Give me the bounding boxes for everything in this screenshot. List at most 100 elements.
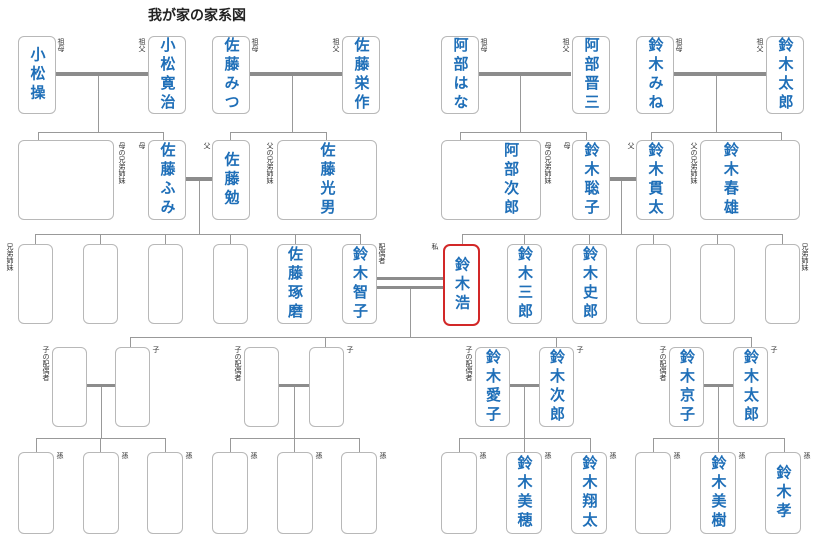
- person-card-grandchild[interactable]: 鈴木翔太: [571, 452, 607, 534]
- person-name: 鈴木太郎: [776, 37, 795, 113]
- person-card-father[interactable]: 佐藤勉: [212, 140, 250, 220]
- connector-line: [651, 132, 652, 141]
- person-card-grandchild[interactable]: [277, 452, 313, 534]
- person-card-spouse[interactable]: 鈴木智子: [342, 244, 377, 324]
- person-card-sibling[interactable]: [18, 244, 53, 324]
- person-card-mother[interactable]: 佐藤ふみ: [148, 140, 186, 220]
- person-card-father-siblings[interactable]: 鈴木春雄: [700, 140, 800, 220]
- person-name: 鈴木史郎: [581, 246, 599, 322]
- connector-line: [36, 438, 37, 452]
- person-card-father[interactable]: 鈴木貫太: [636, 140, 674, 220]
- connector-line: [524, 438, 525, 452]
- couple-bar: [475, 72, 571, 76]
- relation-label: 子の配偶者: [659, 346, 667, 381]
- person-card-mother-siblings[interactable]: [18, 140, 114, 220]
- connector-line: [590, 438, 591, 452]
- person-card-grandchild[interactable]: [635, 452, 671, 534]
- relation-label: 孫: [609, 452, 617, 459]
- person-card-sibling[interactable]: 鈴木三郎: [507, 244, 542, 324]
- person-card-grandmother[interactable]: 鈴木みね: [636, 36, 674, 114]
- person-name: 鈴木智子: [351, 246, 369, 322]
- person-name: 鈴木孝: [774, 464, 793, 522]
- person-card-grandchild[interactable]: 鈴木美樹: [700, 452, 736, 534]
- person-card-grandchild[interactable]: [83, 452, 119, 534]
- person-card-grandfather[interactable]: 小松寛治: [148, 36, 186, 114]
- connector-line: [462, 234, 463, 244]
- person-card-grandchild[interactable]: [18, 452, 54, 534]
- person-card-grandchild[interactable]: [147, 452, 183, 534]
- person-name: 鈴木美穂: [515, 455, 534, 531]
- person-name: 鈴木次郎: [548, 349, 566, 425]
- connector-line: [165, 234, 166, 244]
- connector-line: [100, 438, 101, 452]
- person-name: 鈴木聡子: [582, 142, 601, 218]
- person-card-grandfather[interactable]: 阿部晋三: [572, 36, 610, 114]
- relation-label: 祖父: [138, 38, 146, 52]
- person-card-sibling[interactable]: [148, 244, 183, 324]
- person-card-grandchild[interactable]: [212, 452, 248, 534]
- person-card-sibling[interactable]: [213, 244, 248, 324]
- connector-line: [230, 234, 231, 244]
- person-name: 鈴木美樹: [709, 455, 728, 531]
- person-card-grandmother[interactable]: 阿部はな: [441, 36, 479, 114]
- couple-bar: [670, 72, 766, 76]
- person-card-sibling[interactable]: [700, 244, 735, 324]
- person-card-grandchild[interactable]: 鈴木美穂: [506, 452, 542, 534]
- person-name: 佐藤ふみ: [158, 142, 177, 218]
- person-card-sibling[interactable]: 佐藤琢磨: [277, 244, 312, 324]
- person-card-sibling[interactable]: [636, 244, 671, 324]
- person-card-sibling[interactable]: [83, 244, 118, 324]
- relation-label: 父: [627, 142, 635, 149]
- person-card-grandchild[interactable]: [441, 452, 477, 534]
- relation-label: 祖父: [332, 38, 340, 52]
- person-card-child[interactable]: [309, 347, 344, 427]
- person-card-child-spouse[interactable]: 鈴木愛子: [475, 347, 510, 427]
- connector-line: [782, 234, 783, 244]
- connector-line: [325, 337, 326, 347]
- connector-line: [230, 438, 231, 452]
- person-card-grandchild[interactable]: [341, 452, 377, 534]
- person-card-mother[interactable]: 鈴木聡子: [572, 140, 610, 220]
- person-card-child-spouse[interactable]: [244, 347, 279, 427]
- relation-label: 子: [152, 346, 160, 353]
- connector-line: [621, 181, 622, 234]
- relation-label: 父: [203, 142, 211, 149]
- relation-label: 兄弟姉妹: [801, 243, 809, 271]
- connector-line: [751, 337, 752, 347]
- connector-line: [130, 337, 131, 347]
- person-card-child[interactable]: [115, 347, 150, 427]
- relation-label: 母: [138, 142, 146, 149]
- person-card-mother-siblings[interactable]: 阿部次郎: [441, 140, 541, 220]
- couple-bar: [277, 384, 311, 387]
- relation-label: 祖父: [756, 38, 764, 52]
- person-card-grandmother[interactable]: 佐藤みつ: [212, 36, 250, 114]
- person-card-child-spouse[interactable]: 鈴木京子: [669, 347, 704, 427]
- person-card-grandchild[interactable]: 鈴木孝: [765, 452, 801, 534]
- relation-label: 孫: [121, 452, 129, 459]
- person-card-me[interactable]: 鈴木浩: [443, 244, 480, 326]
- person-name: 小松寛治: [158, 37, 177, 113]
- person-card-grandfather[interactable]: 鈴木太郎: [766, 36, 804, 114]
- page-title: 我が家の家系図: [148, 8, 246, 24]
- connector-line: [462, 234, 782, 235]
- person-card-grandmother[interactable]: 小松操: [18, 36, 56, 114]
- person-card-child-spouse[interactable]: [52, 347, 87, 427]
- connector-line: [460, 132, 586, 133]
- connector-line: [199, 181, 200, 234]
- connector-line: [35, 234, 36, 244]
- person-card-child[interactable]: 鈴木太郎: [733, 347, 768, 427]
- connector-line: [718, 438, 719, 452]
- couple-bar: [248, 72, 344, 76]
- connector-line: [101, 387, 102, 438]
- relation-label: 子の配偶者: [42, 346, 50, 381]
- person-card-sibling[interactable]: [765, 244, 800, 324]
- person-card-grandfather[interactable]: 佐藤栄作: [342, 36, 380, 114]
- person-card-father-siblings[interactable]: 佐藤光男: [277, 140, 377, 220]
- person-name: 鈴木春雄: [721, 142, 740, 218]
- connector-line: [294, 387, 295, 438]
- connector-line: [35, 234, 361, 235]
- relation-label: 孫: [56, 452, 64, 459]
- person-card-sibling[interactable]: 鈴木史郎: [572, 244, 607, 324]
- person-card-child[interactable]: 鈴木次郎: [539, 347, 574, 427]
